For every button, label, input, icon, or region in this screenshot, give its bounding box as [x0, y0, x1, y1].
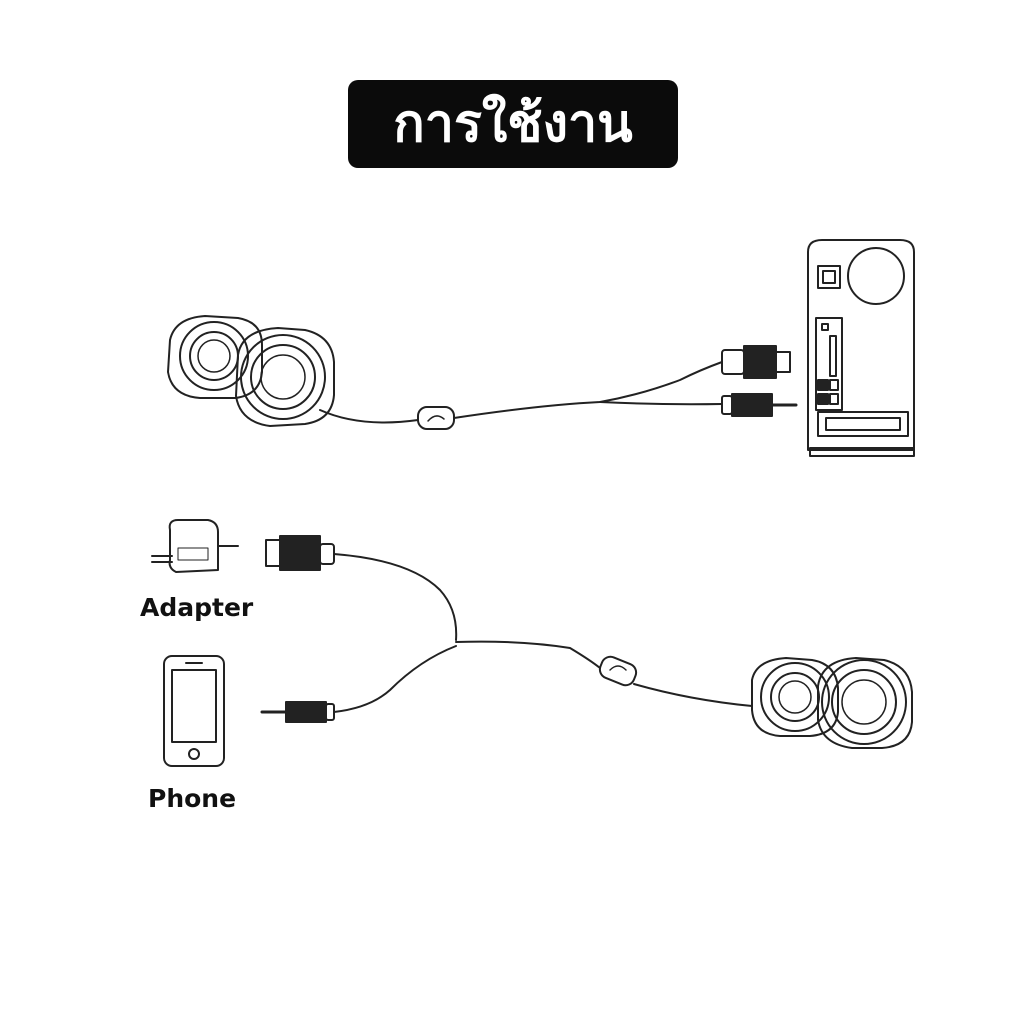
bottom-cable-audio [333, 645, 457, 713]
speakers-top-icon [167, 315, 335, 427]
audio-jack-bottom-icon [260, 701, 335, 723]
computer-tower-icon [807, 239, 915, 457]
adapter-icon [151, 519, 239, 573]
speakers-bottom-icon [751, 657, 913, 749]
volume-control-bottom [598, 655, 638, 687]
volume-control-top [417, 406, 455, 430]
phone-label: Phone [148, 784, 237, 813]
usb-plug-bottom-icon [265, 535, 335, 571]
bottom-cable-usb [333, 553, 458, 641]
top-cable [319, 409, 419, 424]
page-title: การใช้งาน [393, 94, 633, 154]
phone-icon [163, 655, 225, 767]
title-banner: การใช้งาน [348, 80, 678, 168]
audio-jack-top-icon [721, 393, 798, 417]
adapter-label: Adapter [140, 593, 254, 622]
usb-plug-top-icon [721, 345, 791, 379]
